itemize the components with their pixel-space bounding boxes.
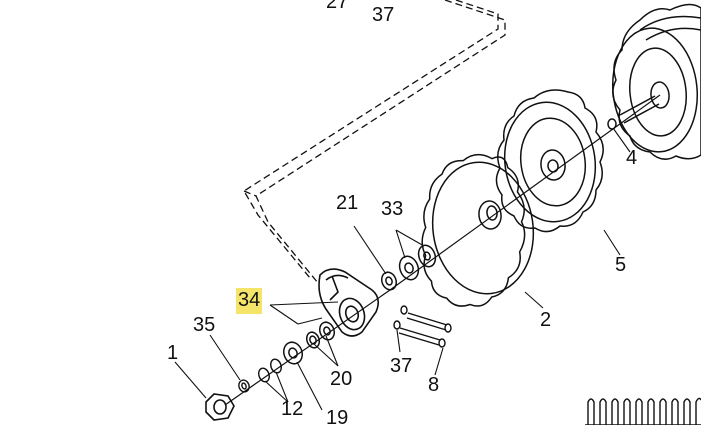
spacer-35 — [238, 379, 250, 393]
callout-33: 33 — [381, 198, 404, 220]
hub-housing-34 — [318, 268, 380, 337]
callout-20: 20 — [330, 368, 353, 390]
callout-2: 2 — [540, 309, 552, 331]
dashed-boundary — [243, 0, 506, 284]
callout-1: 1 — [167, 342, 179, 364]
washers-33 — [398, 244, 437, 281]
bearing-19 — [282, 341, 304, 365]
nut-1 — [205, 393, 235, 421]
callout-8: 8 — [428, 374, 440, 396]
callout-35: 35 — [193, 314, 216, 336]
disc-wheel-5 — [495, 89, 604, 233]
gauge-wheel-2 — [421, 153, 535, 307]
bearings-20 — [305, 321, 336, 349]
bolts-8 — [393, 305, 452, 348]
leader-lines — [174, 127, 631, 411]
callout-21: 21 — [336, 192, 359, 214]
sprocket-teeth — [585, 397, 701, 425]
callout-37: 37 — [390, 355, 413, 377]
callout-12: 12 — [281, 398, 304, 420]
callout-34: 34 — [236, 288, 263, 314]
callout-19: 19 — [326, 407, 349, 425]
callout-37-top: 37 — [372, 4, 395, 26]
shaft-axis — [224, 94, 661, 406]
callout-5: 5 — [615, 254, 627, 276]
callout-27: 27 — [326, 0, 349, 13]
callout-4: 4 — [626, 147, 638, 169]
nut-21 — [380, 271, 398, 291]
wheel-assembly-4 — [607, 3, 701, 160]
